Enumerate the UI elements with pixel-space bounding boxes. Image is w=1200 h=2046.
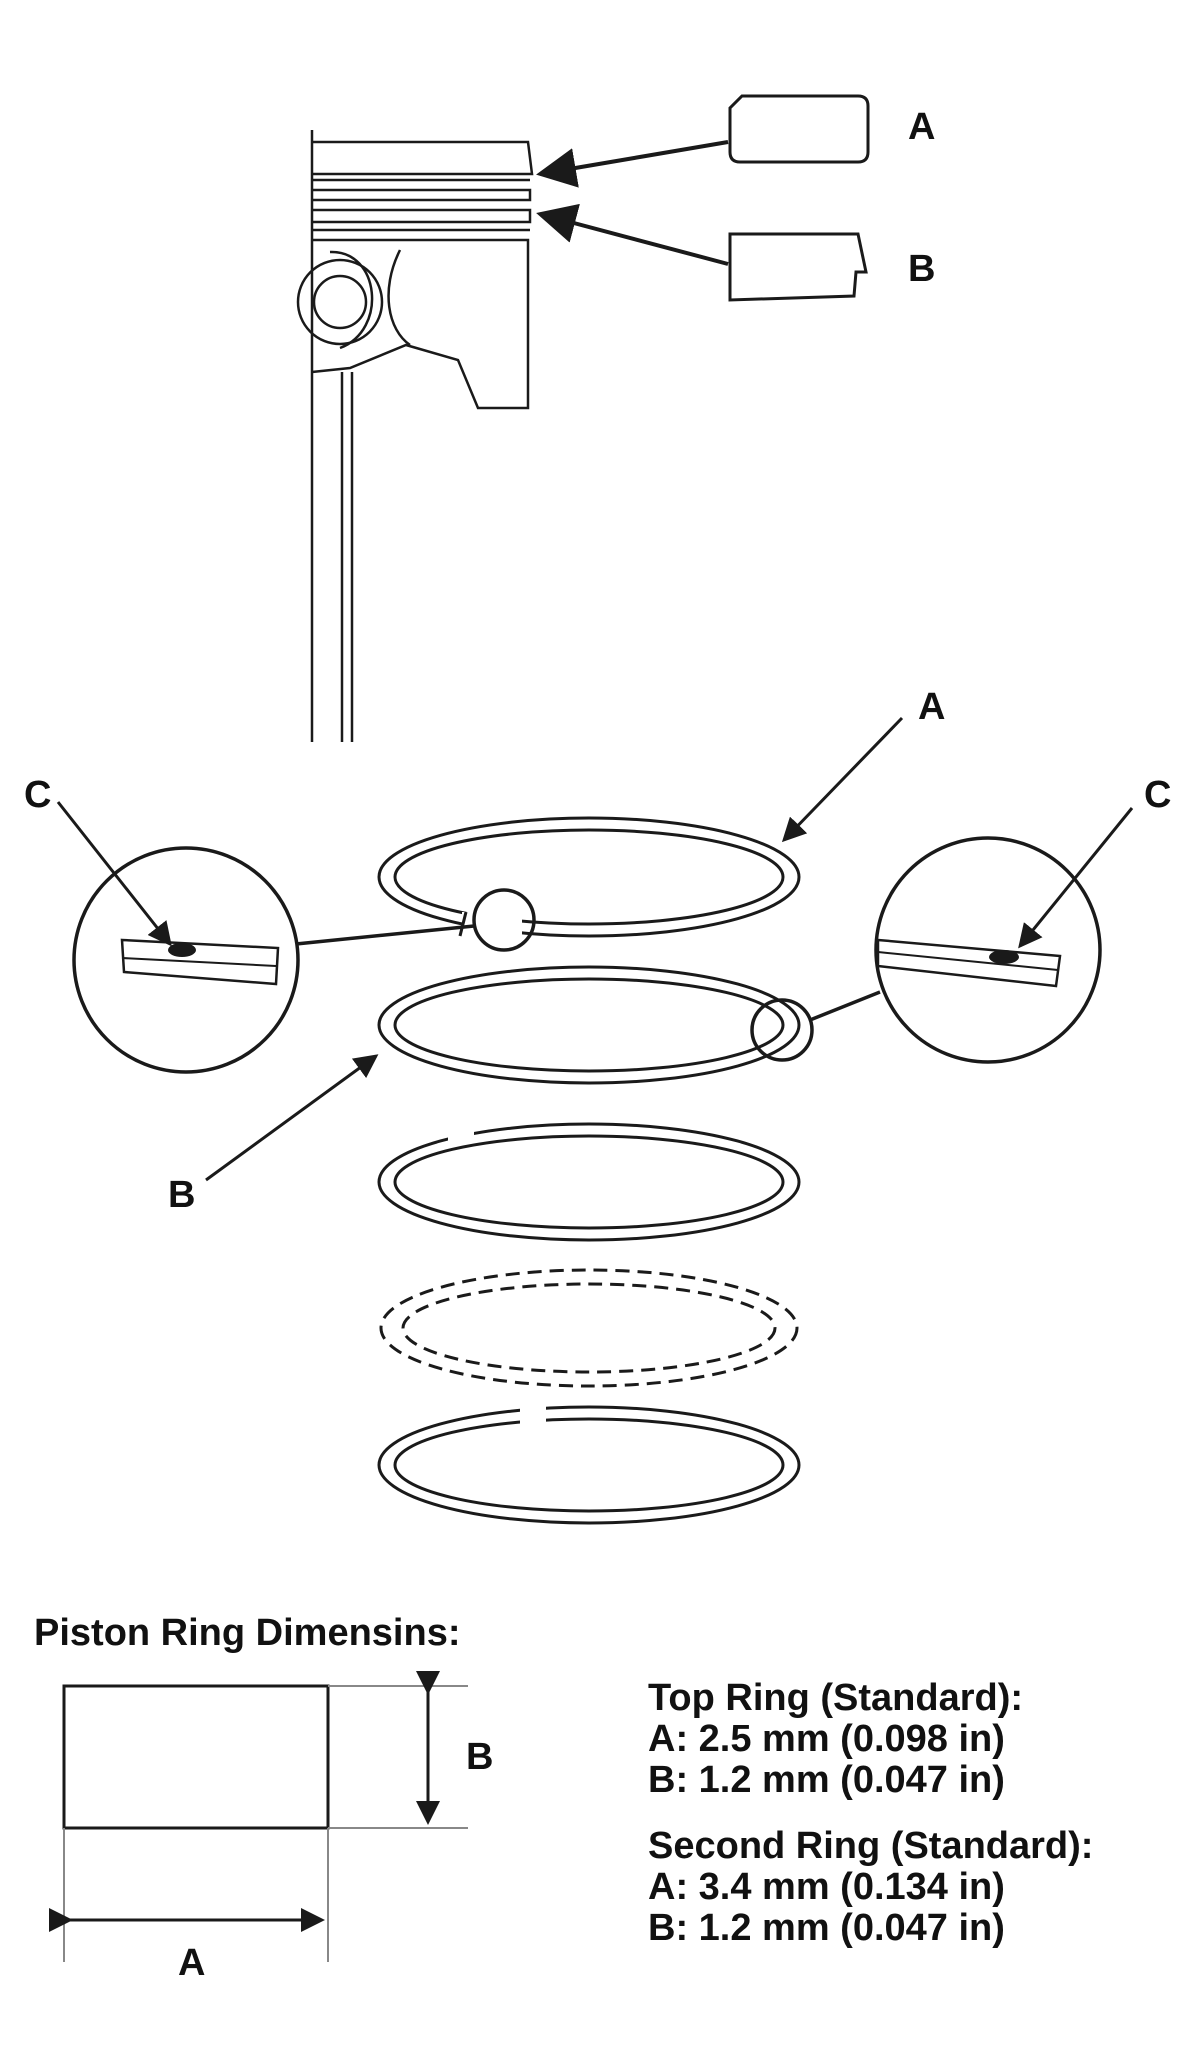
arrow-mark-right <box>1018 807 1134 949</box>
dimensions-heading: Piston Ring Dimensins: <box>34 1612 461 1654</box>
ring-section-rect <box>62 1684 330 1830</box>
leader-left-detail <box>295 924 475 946</box>
arrow-ring-a <box>781 716 904 843</box>
top-ring-b: B: 1.2 mm (0.047 in) <box>648 1759 1005 1801</box>
oil-ring-expander <box>379 1268 799 1388</box>
top-ring-title: Top Ring (Standard): <box>648 1677 1024 1719</box>
arrow-second-ring <box>536 203 729 266</box>
arrow-mark-left <box>56 801 172 947</box>
callout-ring-a: A <box>918 686 946 728</box>
oil-ring-upper-rail <box>377 1120 801 1242</box>
top-ring-profile <box>728 94 870 164</box>
second-ring <box>377 965 801 1085</box>
top-ring-a: A: 2.5 mm (0.098 in) <box>648 1718 1005 1760</box>
second-ring-profile <box>728 232 868 302</box>
callout-mark-c-right: C <box>1144 774 1172 816</box>
second-ring-spec: Second Ring (Standard): A: 3.4 mm (0.134… <box>648 1826 1093 1949</box>
top-ring-gap-marker <box>472 888 536 952</box>
second-ring-a: A: 3.4 mm (0.134 in) <box>648 1866 1005 1908</box>
callout-second-ring-b: B <box>908 248 936 290</box>
second-ring-gap-marker <box>750 998 814 1062</box>
top-ring <box>377 816 801 938</box>
arrow-top-ring <box>536 140 729 188</box>
left-detail-magnifier <box>72 846 300 1074</box>
second-ring-b: B: 1.2 mm (0.047 in) <box>648 1907 1005 1949</box>
callout-dimension-b: B <box>466 1736 494 1778</box>
arrow-ring-b <box>205 1054 379 1182</box>
right-detail-magnifier <box>874 836 1102 1064</box>
callout-top-ring-a: A <box>908 106 936 148</box>
top-ring-spec: Top Ring (Standard): A: 2.5 mm (0.098 in… <box>648 1678 1023 1801</box>
piston-section <box>296 130 534 742</box>
right-top-mark <box>989 950 1019 964</box>
second-ring-title: Second Ring (Standard): <box>648 1825 1094 1867</box>
ring-section-dimension <box>49 1671 468 1962</box>
oil-ring-lower-rail <box>377 1403 801 1525</box>
callout-ring-b: B <box>168 1174 196 1216</box>
leader-right-detail <box>809 990 881 1022</box>
callout-mark-c-left: C <box>24 774 52 816</box>
callout-dimension-a: A <box>178 1942 206 1984</box>
left-top-mark <box>168 943 196 957</box>
